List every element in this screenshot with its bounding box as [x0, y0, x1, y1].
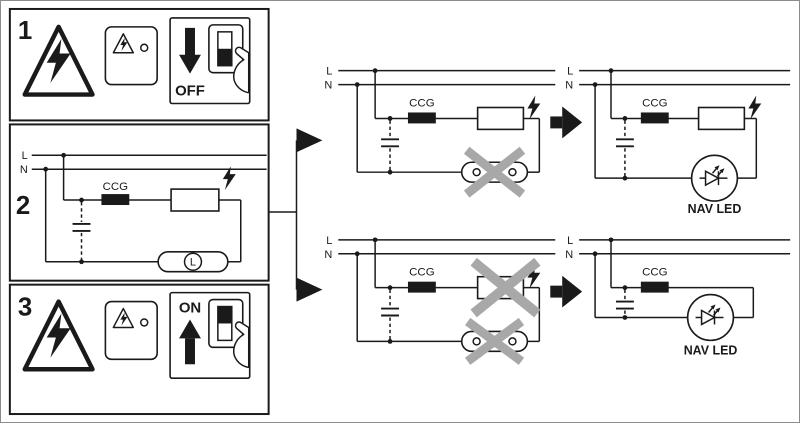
panel-step-3: 3 ON: [8, 283, 270, 416]
nav-led-label: NAV LED: [688, 202, 742, 216]
step-3-number: 3: [18, 294, 32, 322]
ignitor: [476, 106, 525, 131]
off-label: OFF: [175, 83, 205, 100]
ccg-ballast: [407, 112, 436, 124]
flow-arrow-to-retrofit-top: [550, 106, 583, 139]
terminal-circle-icon: [139, 318, 149, 327]
panel-step-1: 1 OFF: [8, 7, 270, 122]
switch-on-icon: ON: [169, 291, 251, 380]
ignitor: [170, 188, 220, 212]
capacitor: [615, 285, 634, 320]
branch-connector: [268, 128, 323, 302]
up-arrow-icon: [179, 319, 201, 365]
wire-l-label: L: [22, 150, 28, 162]
fluorescent-lamp: L: [157, 251, 229, 273]
wire-n-label: N: [565, 80, 573, 92]
ccg-ballast: [101, 194, 130, 206]
wire-l-label: L: [326, 66, 332, 78]
diagram-original-circuit: L N CCG: [20, 150, 267, 273]
wire-n-label: N: [565, 249, 573, 261]
wire-n-label: N: [324, 249, 332, 261]
control-gear-box-icon: [104, 300, 158, 361]
wire-l-label: L: [326, 235, 332, 247]
panel-step-2: 2 L N: [8, 123, 270, 282]
high-voltage-warning-icon: [22, 24, 95, 97]
capacitor: [381, 116, 400, 175]
flow-arrow-bottom-icon: [296, 277, 323, 302]
defect-cross-ignitor-icon: [470, 257, 541, 318]
wire-l-label: L: [567, 66, 573, 78]
wire-n-label: N: [20, 164, 28, 176]
step-1-number: 1: [18, 17, 32, 45]
flow-arrow-to-retrofit-bottom: [550, 275, 583, 308]
diagram-retrofit-direct: L N CCG NAV LED: [565, 235, 791, 357]
capacitor: [381, 285, 400, 344]
wire-l-label: L: [567, 235, 573, 247]
nav-led-lamp: [690, 154, 739, 202]
nav-led-lamp: [686, 293, 735, 342]
ccg-label: CCG: [103, 181, 129, 193]
defect-cross-lamp-icon: [465, 317, 525, 365]
switch-off-icon: OFF: [169, 17, 251, 105]
wiring: [579, 68, 791, 179]
control-gear-box-icon: [104, 26, 158, 86]
lamp-label: L: [190, 257, 196, 269]
wiring: [31, 152, 267, 263]
terminal-circle-icon: [139, 43, 149, 53]
ccg-ballast: [640, 112, 669, 124]
nav-led-label: NAV LED: [684, 343, 738, 357]
ccg-ballast: [407, 281, 436, 293]
panel-2-border: [8, 123, 270, 282]
down-arrow-icon: [179, 27, 201, 74]
diagram-lamp-and-ignitor-defective: L N CCG: [324, 235, 556, 365]
wire-n-label: N: [324, 80, 332, 92]
diagram-lamp-defective: L N CCG: [324, 66, 556, 198]
lightning-bolt-icon: [527, 95, 541, 120]
flow-arrow-top-icon: [296, 128, 323, 153]
ccg-label: CCG: [642, 97, 668, 109]
rocker-switch-icon: [208, 298, 244, 349]
ccg-label: CCG: [642, 267, 668, 279]
diagram-retrofit-with-ignitor: L N CCG NAV LED: [565, 66, 791, 216]
hand-icon: [232, 46, 250, 94]
ignitor: [697, 106, 746, 131]
capacitor: [615, 116, 634, 181]
capacitor: [72, 197, 91, 265]
on-label: ON: [179, 300, 201, 317]
step-2-number: 2: [16, 192, 30, 220]
ccg-label: CCG: [409, 97, 435, 109]
high-voltage-warning-icon: [22, 299, 95, 372]
ccg-ballast: [640, 281, 669, 293]
ccg-label: CCG: [409, 267, 435, 279]
defect-cross-icon: [463, 146, 526, 198]
wiring: [338, 237, 556, 343]
hand-icon: [232, 321, 250, 369]
lightning-bolt-icon: [748, 95, 762, 120]
wiring: [579, 237, 791, 319]
